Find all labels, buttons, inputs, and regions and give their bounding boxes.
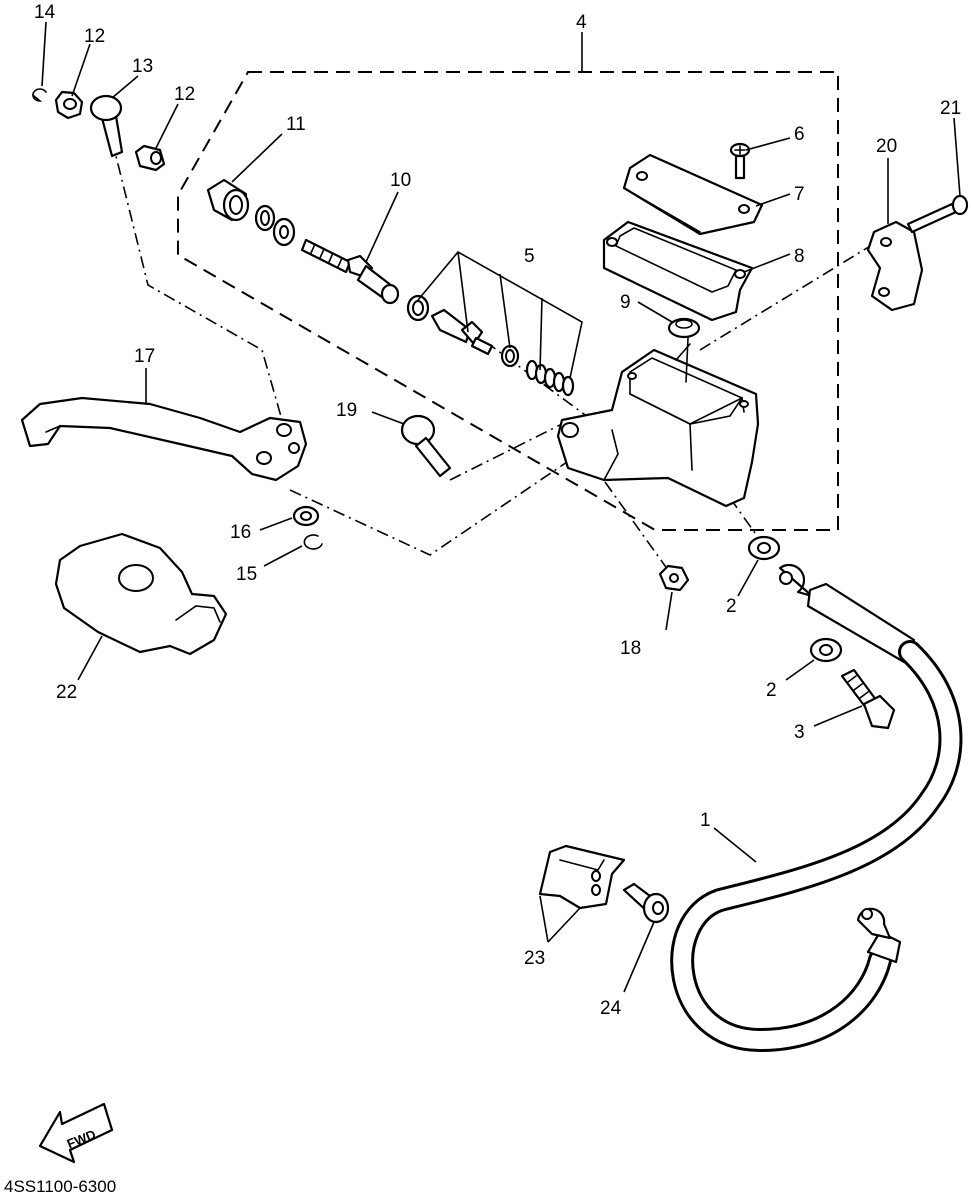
- callout-16: 16: [230, 522, 251, 543]
- callout-22: 22: [56, 682, 77, 703]
- hose-guide-part-23: [538, 844, 626, 910]
- callout-9: 9: [620, 292, 631, 313]
- callout-17: 17: [134, 346, 155, 367]
- callout-2-upper: 2: [726, 596, 737, 617]
- clutch-hose-part-1: [670, 563, 963, 1053]
- screw-part-6: [729, 142, 751, 180]
- diaphragm-part-8: [602, 220, 754, 322]
- dust-boot-part-11: [206, 178, 250, 222]
- callout-20: 20: [876, 136, 897, 157]
- collar-part-12-right: [134, 144, 166, 172]
- callout-5: 5: [524, 246, 535, 267]
- callout-6: 6: [794, 124, 805, 145]
- lever-cover-part-22: [54, 532, 228, 656]
- callout-23: 23: [524, 948, 545, 969]
- callout-21: 21: [940, 98, 961, 119]
- pivot-bolt-part-13: [89, 94, 124, 158]
- washer-part-2-upper: [747, 535, 781, 561]
- callout-13: 13: [132, 56, 153, 77]
- callout-labels: 14 12 13 12 11 10 4 5 6 7 8 9 21 20 17 1…: [34, 2, 961, 1019]
- nut-part-12-left: [54, 90, 84, 120]
- reservoir-cap-part-7: [622, 153, 764, 236]
- callout-18: 18: [620, 638, 641, 659]
- push-rod-part-10: [300, 238, 400, 305]
- fwd-arrow-icon: FWD: [38, 1102, 114, 1164]
- callout-3: 3: [794, 722, 805, 743]
- callout-8: 8: [794, 246, 805, 267]
- callout-11: 11: [286, 114, 306, 135]
- piston-kit-part-5: [406, 250, 583, 397]
- drawing-code: 4SS1100-6300: [4, 1177, 116, 1196]
- float-part-9: [667, 317, 701, 339]
- washer-part-2-lower: [809, 637, 843, 663]
- callout-19: 19: [336, 400, 357, 421]
- callout-leaders: [41, 21, 961, 993]
- union-bolt-part-3: [840, 668, 896, 730]
- pivot-bolt-part-19: [400, 414, 452, 478]
- callout-1: 1: [700, 810, 711, 831]
- circlip-and-washer: [254, 204, 296, 247]
- clamp-holder-part-20: [866, 220, 924, 312]
- callout-4: 4: [576, 12, 587, 33]
- callout-10: 10: [390, 170, 411, 191]
- master-cylinder-body: [556, 337, 760, 508]
- washer-part-16: [292, 505, 320, 527]
- callout-12-right: 12: [174, 84, 195, 105]
- callout-2-lower: 2: [766, 680, 777, 701]
- clamp-bolt-part-21: [906, 194, 969, 234]
- callout-12-left: 12: [84, 26, 105, 47]
- callout-15: 15: [236, 564, 257, 585]
- callout-14: 14: [34, 2, 56, 23]
- clip-part-14: [32, 88, 47, 102]
- clutch-lever-part-17: [20, 396, 308, 482]
- callout-24: 24: [600, 998, 622, 1019]
- clip-part-15: [303, 534, 323, 550]
- nut-part-18: [658, 564, 690, 592]
- hose-guide-bolt-part-24: [622, 882, 670, 924]
- callout-7: 7: [794, 184, 805, 205]
